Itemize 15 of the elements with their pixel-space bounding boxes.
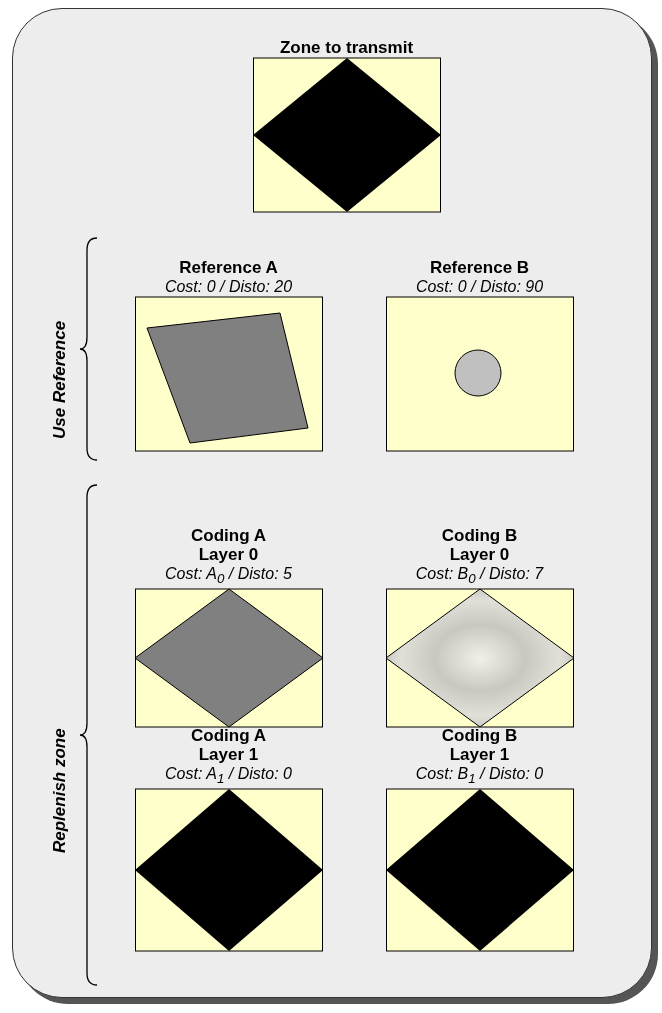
cost-distortion-text: Cost: A$_{0}$ / Disto: 5	[165, 563, 292, 588]
image-title: Coding B Layer 0	[440, 525, 519, 564]
group-label: Use Reference	[50, 320, 70, 439]
image-title: Zone to transmit	[279, 37, 414, 57]
cost-distortion-text: Cost: 0 / Disto: 20	[164, 276, 293, 296]
cost-distortion-text: Cost: B$_{0}$ / Disto: 7	[415, 563, 544, 588]
image-title: Coding A Layer 1	[190, 725, 267, 764]
group-label: Replenish zone	[50, 727, 70, 853]
image-title: Reference B	[429, 257, 530, 277]
cost-distortion-text: Cost: A$_{1}$ / Disto: 0	[165, 763, 292, 788]
cost-distortion-text: Cost: 0 / Disto: 90	[415, 276, 544, 296]
image-title: Reference A	[179, 257, 278, 277]
cost-distortion-text: Cost: B$_{1}$ / Disto: 0	[415, 763, 544, 788]
image-title: Coding A Layer 0	[190, 525, 267, 564]
image-title: Coding B Layer 1	[440, 725, 519, 764]
